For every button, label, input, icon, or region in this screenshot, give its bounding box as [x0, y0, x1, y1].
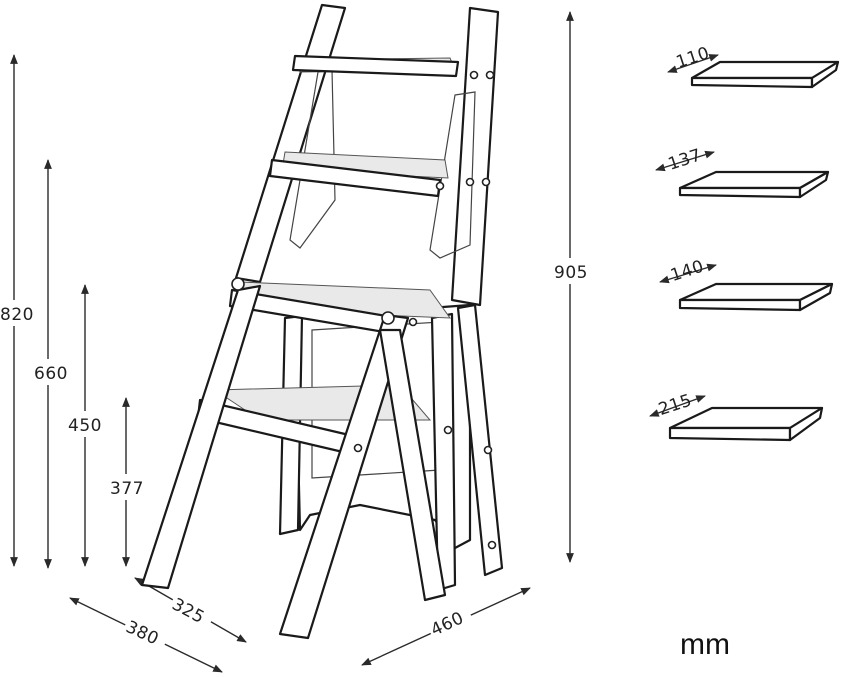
board-label-137: 137: [666, 145, 704, 175]
ladder-chair-illustration: [140, 3, 504, 640]
dim-label-905: 905: [554, 263, 588, 283]
board-140: 140: [659, 257, 834, 312]
dimension-line-380: 380: [69, 597, 223, 673]
dim-label-660: 660: [34, 364, 68, 384]
dim-label-450: 450: [68, 416, 102, 436]
board-137: 137: [655, 145, 830, 199]
board-215: 215: [649, 391, 824, 442]
hinge-bolt: [381, 311, 395, 325]
dimension-line-905: 905: [552, 11, 594, 563]
hinge-bolt: [231, 277, 245, 291]
board-110: 110: [667, 43, 840, 89]
dimension-line-450: 450: [66, 284, 106, 567]
dimension-line-460: 460: [361, 587, 531, 666]
dimension-line-820: 820: [0, 54, 42, 567]
dimension-line-377: 377: [108, 397, 148, 567]
dim-label-377: 377: [110, 479, 144, 499]
dimension-line-660: 660: [32, 159, 72, 569]
unit-label: mm: [680, 628, 730, 661]
board-label-140: 140: [668, 257, 706, 287]
board-label-110: 110: [674, 43, 712, 73]
dim-label-820: 820: [0, 305, 34, 325]
board-label-215: 215: [656, 391, 694, 421]
